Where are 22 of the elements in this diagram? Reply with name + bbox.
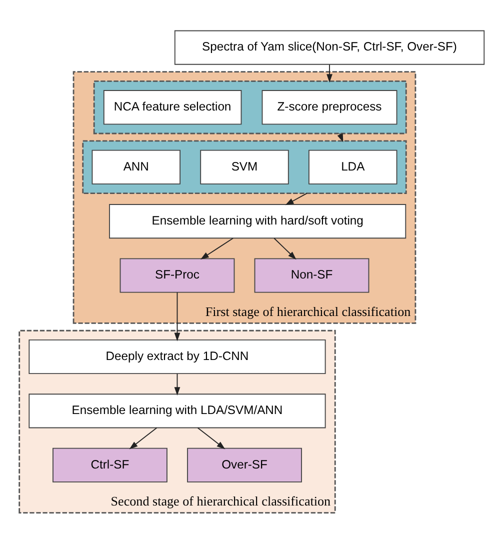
arrow bbox=[129, 426, 158, 449]
node-box: Z-score preprocess bbox=[262, 90, 398, 124]
arrow bbox=[197, 426, 226, 449]
arrow bbox=[174, 292, 180, 341]
arrow bbox=[200, 237, 234, 259]
node-box: Spectra of Yam slice(Non-SF, Ctrl-SF, Over-SF) bbox=[174, 30, 485, 64]
node-box: Ensemble learning with LDA/SVM/ANN bbox=[28, 393, 326, 428]
node-box: SF-Proc bbox=[120, 258, 235, 292]
node-box: Non-SF bbox=[254, 258, 370, 292]
arrow bbox=[285, 192, 308, 205]
node-box: SVM bbox=[200, 149, 289, 184]
node-box: LDA bbox=[308, 149, 398, 184]
node-box: ANN bbox=[92, 149, 180, 184]
node-box: Ctrl-SF bbox=[52, 447, 168, 482]
node-box: Over-SF bbox=[187, 447, 302, 482]
arrow bbox=[174, 372, 180, 396]
arrow bbox=[326, 64, 332, 82]
cluster bbox=[82, 140, 407, 194]
arrow bbox=[274, 237, 296, 260]
node-box: Ensemble learning with hard/soft voting bbox=[109, 204, 406, 238]
node-box: NCA feature selection bbox=[103, 90, 242, 124]
node-box: Deeply extract by 1D-CNN bbox=[28, 339, 326, 374]
